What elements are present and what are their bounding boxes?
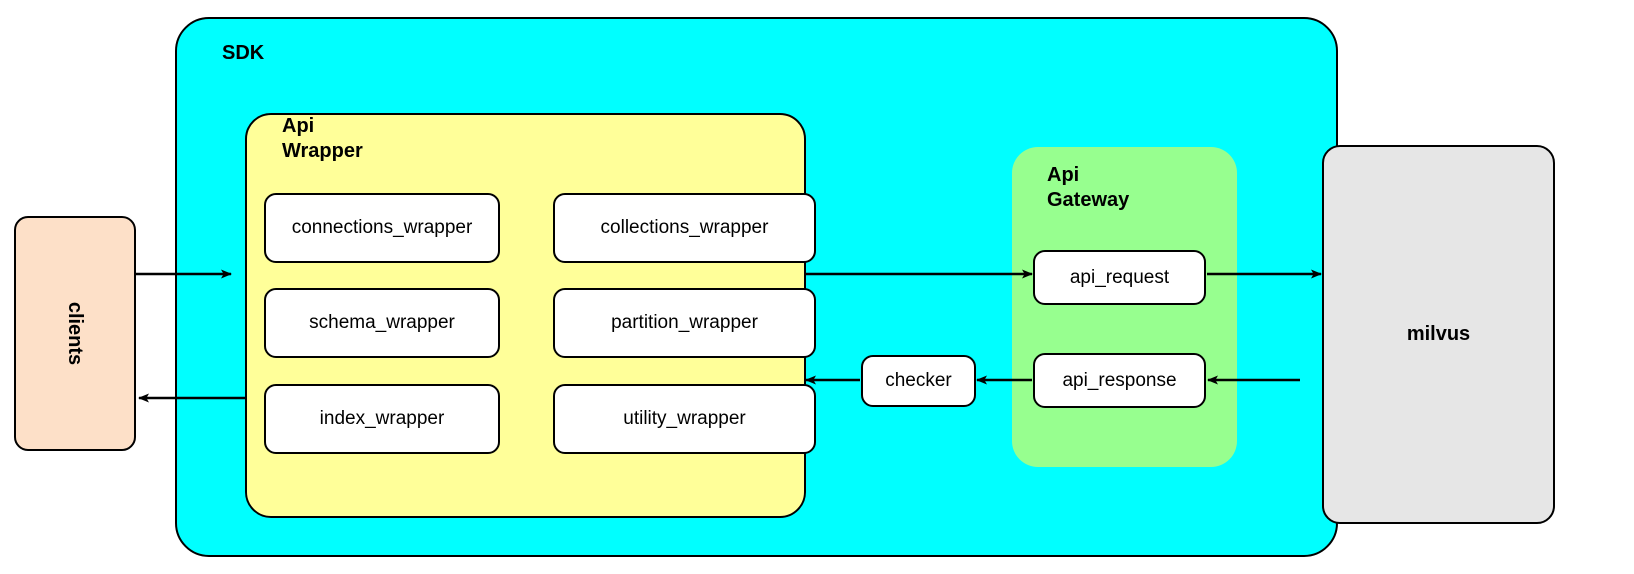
- api-wrapper-title: Api Wrapper: [282, 115, 363, 162]
- api-response-label: api_response: [1062, 369, 1177, 391]
- api-request-node[interactable]: api_request: [1033, 250, 1206, 305]
- api-request-label: api_request: [1069, 266, 1170, 288]
- partition-wrapper-label: partition_wrapper: [611, 312, 758, 333]
- schema-wrapper-node[interactable]: schema_wrapper: [264, 288, 500, 358]
- collections-wrapper-label: collections_wrapper: [600, 217, 769, 238]
- api-gateway-container: [1012, 147, 1237, 467]
- api-response-node[interactable]: api_response: [1033, 353, 1206, 408]
- index-wrapper-node[interactable]: index_wrapper: [264, 384, 500, 454]
- sdk-title: SDK: [222, 42, 265, 64]
- schema-wrapper-label: schema_wrapper: [309, 312, 455, 333]
- api-gateway-title: Api Gateway: [1047, 164, 1130, 211]
- utility-wrapper-label: utility_wrapper: [623, 408, 746, 429]
- partition-wrapper-node[interactable]: partition_wrapper: [553, 288, 816, 358]
- clients-label: clients: [64, 301, 87, 366]
- checker-label: checker: [885, 370, 952, 391]
- collections-wrapper-node[interactable]: collections_wrapper: [553, 193, 816, 263]
- milvus-node[interactable]: milvus: [1322, 145, 1555, 524]
- connections-wrapper-label: connections_wrapper: [291, 217, 473, 238]
- utility-wrapper-node[interactable]: utility_wrapper: [553, 384, 816, 454]
- milvus-label: milvus: [1406, 323, 1471, 345]
- index-wrapper-label: index_wrapper: [319, 408, 445, 429]
- connections-wrapper-node[interactable]: connections_wrapper: [264, 193, 500, 263]
- clients-node[interactable]: clients: [14, 216, 136, 451]
- checker-node[interactable]: checker: [861, 355, 976, 407]
